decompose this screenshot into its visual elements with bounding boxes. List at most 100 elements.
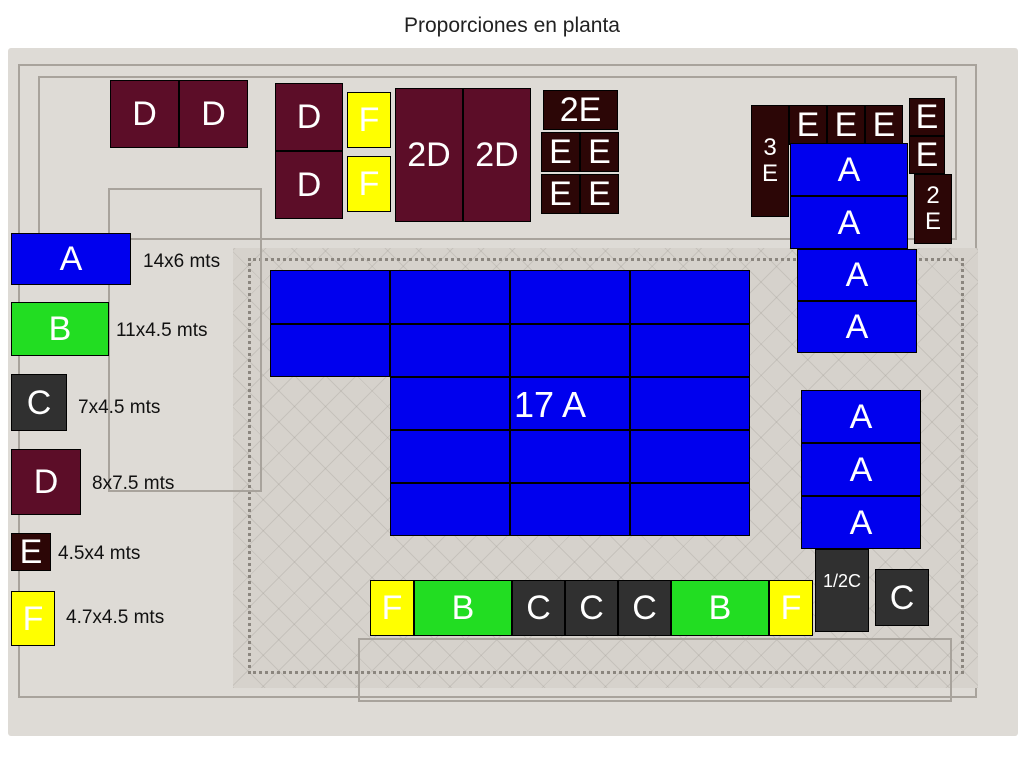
grid-cell-a <box>630 430 750 483</box>
room-label: D <box>132 95 157 133</box>
legend-size-e: 4.5x4 mts <box>58 543 141 564</box>
north-wing <box>38 76 957 240</box>
grid-cell-a <box>630 377 750 430</box>
legend-swatch-d: D <box>11 449 81 515</box>
legend-swatch-e: E <box>11 533 51 571</box>
room-label: F <box>358 101 380 139</box>
room-label: B <box>451 589 475 627</box>
legend-swatch-a: A <box>11 233 131 285</box>
seventeen-a-label: 17 A <box>513 384 587 425</box>
room-e: E <box>909 98 945 136</box>
room-a: A <box>801 390 921 443</box>
room-label: E <box>834 106 858 144</box>
grid-cell-a <box>510 324 630 377</box>
room-label-number: 3 <box>763 134 777 161</box>
room-label: B <box>708 589 732 627</box>
room-label: E <box>549 133 572 171</box>
legend-size-f: 4.7x4.5 mts <box>66 607 165 628</box>
legend-letter: D <box>33 463 59 501</box>
legend-letter: C <box>26 383 52 422</box>
room-b: B <box>671 580 769 636</box>
room-e: E <box>580 132 619 172</box>
room-label: F <box>780 589 802 627</box>
room-label: E <box>588 175 611 213</box>
room-d: D <box>179 80 248 148</box>
grid-cell-a <box>630 483 750 536</box>
room-label: 2D <box>407 136 451 174</box>
grid-cell-a <box>390 324 510 377</box>
room-label: A <box>837 203 861 242</box>
grid-cell-a <box>390 270 510 324</box>
room-label: F <box>381 589 403 627</box>
room-label: 2D <box>475 136 519 174</box>
room-label: C <box>526 589 551 627</box>
room-f: F <box>769 580 813 636</box>
legend-letter: B <box>48 310 72 348</box>
grid-cell-a <box>630 270 750 324</box>
room-label: C <box>889 578 915 617</box>
room-label: E <box>915 98 939 136</box>
room-e: E <box>827 105 865 145</box>
room-2d: 2D <box>463 88 531 222</box>
south-wing <box>358 638 952 702</box>
grid-cell-a <box>270 270 390 324</box>
grid-cell-a <box>390 483 510 536</box>
room-label: A <box>845 256 869 294</box>
room-label: C <box>632 589 657 627</box>
grid-cell-a <box>510 430 630 483</box>
legend-swatch-b: B <box>11 302 109 356</box>
room-label: D <box>296 166 322 204</box>
room-a: A <box>797 249 917 301</box>
room-label: E <box>796 106 820 144</box>
room-label: 1/2C <box>822 571 862 591</box>
west-wing <box>108 188 262 492</box>
legend-size-d: 8x7.5 mts <box>92 473 175 494</box>
legend-swatch-c: C <box>11 374 67 431</box>
room-a: A <box>801 443 921 496</box>
room-f: F <box>347 92 391 148</box>
colonnade-dots <box>248 258 964 674</box>
room-label: D <box>201 95 226 133</box>
grid-cell-a <box>510 270 630 324</box>
room-label: A <box>849 503 873 542</box>
room-a: A <box>790 196 908 249</box>
room-label: C <box>579 589 604 627</box>
room-e: E <box>541 132 580 172</box>
page-title: Proporciones en planta <box>404 14 620 37</box>
room-label: E <box>588 133 611 171</box>
room-label: E <box>761 160 778 187</box>
legend-letter: A <box>59 240 83 278</box>
room-2e: 2E <box>543 90 618 130</box>
grid-cell-a <box>510 377 630 430</box>
grid-cell-a <box>630 324 750 377</box>
room-label: F <box>358 165 380 203</box>
room-label: A <box>849 450 873 489</box>
room-label: E <box>924 208 941 235</box>
grid-cell-a <box>270 324 390 377</box>
grid-cell-a <box>510 483 630 536</box>
room-label: D <box>296 98 322 136</box>
room-2d: 2D <box>395 88 463 222</box>
grid-cell-a <box>390 377 510 430</box>
room-e: E <box>541 174 580 214</box>
room-label: E <box>915 136 939 174</box>
room-e: E <box>580 174 619 214</box>
room-a: A <box>790 143 908 196</box>
room-a: A <box>797 301 917 353</box>
room-c: C <box>875 569 929 626</box>
room-c: C <box>512 580 565 636</box>
legend-size-a: 14x6 mts <box>143 251 221 272</box>
room-a: A <box>801 496 921 549</box>
room-label: A <box>849 397 873 436</box>
room-label: A <box>837 150 861 189</box>
room-c: C <box>618 580 671 636</box>
room-c: C <box>565 580 618 636</box>
room-label: 2E <box>559 91 602 129</box>
room-d: D <box>275 151 343 219</box>
room-half-c: 1/2C <box>815 549 869 632</box>
legend-size-b: 11x4.5 mts <box>116 320 208 341</box>
room-d: D <box>110 80 179 148</box>
grid-cell-a <box>390 430 510 483</box>
room-e: E <box>865 105 903 145</box>
room-label: E <box>872 106 896 144</box>
